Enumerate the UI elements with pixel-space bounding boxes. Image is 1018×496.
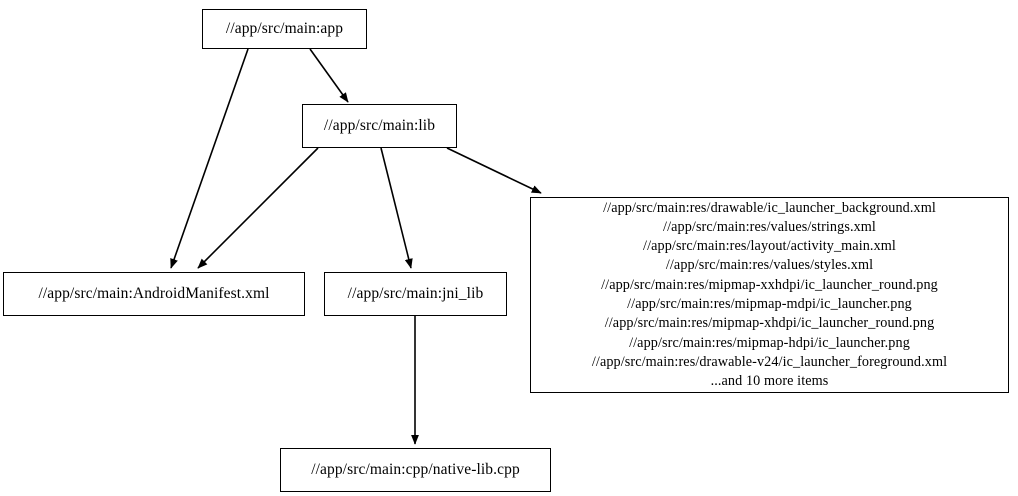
edge-app-to-manifest xyxy=(170,48,249,269)
node-lib-label: //app/src/main:lib xyxy=(323,117,436,135)
node-app-label: //app/src/main:app xyxy=(225,20,344,38)
node-res-bundle[interactable]: //app/src/main:res/drawable/ic_launcher_… xyxy=(530,197,1009,393)
node-native-lib-cpp-label: //app/src/main:cpp/native-lib.cpp xyxy=(311,461,520,479)
node-android-manifest[interactable]: //app/src/main:AndroidManifest.xml xyxy=(3,272,305,316)
node-native-lib-cpp[interactable]: //app/src/main:cpp/native-lib.cpp xyxy=(280,448,551,492)
edge-lib-to-jni-lib xyxy=(380,147,413,269)
node-res-bundle-label: //app/src/main:res/drawable/ic_launcher_… xyxy=(591,199,948,390)
node-app[interactable]: //app/src/main:app xyxy=(202,9,367,49)
node-android-manifest-label: //app/src/main:AndroidManifest.xml xyxy=(38,285,270,303)
edge-lib-to-res-bundle xyxy=(446,147,542,194)
node-jni-lib-label: //app/src/main:jni_lib xyxy=(347,285,484,303)
edge-lib-to-manifest xyxy=(197,147,319,269)
node-lib[interactable]: //app/src/main:lib xyxy=(302,104,457,148)
node-jni-lib[interactable]: //app/src/main:jni_lib xyxy=(324,272,507,316)
edge-app-to-lib xyxy=(309,48,349,103)
